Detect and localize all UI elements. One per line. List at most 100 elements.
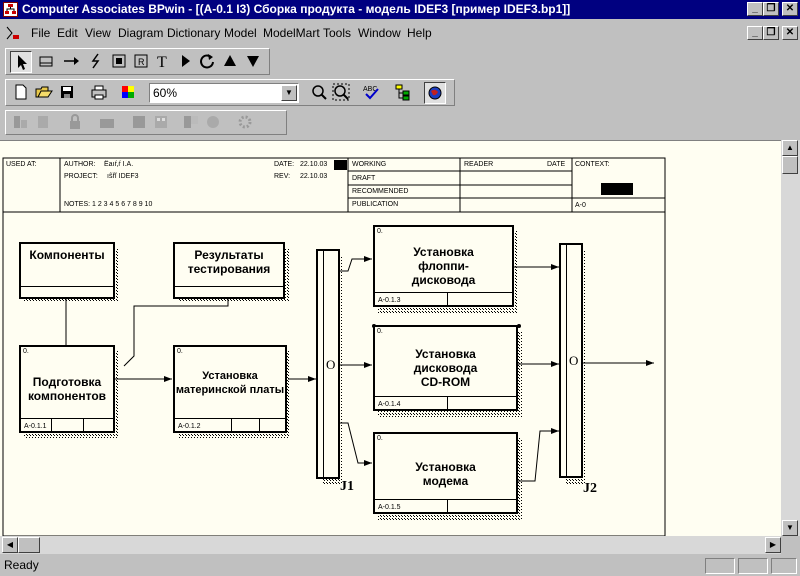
rev-value: 22.10.03 <box>300 173 328 180</box>
box-install-cdrom[interactable]: 0. Установка дисковода CD-ROM A-0.1.4 <box>373 325 518 411</box>
menu-help[interactable]: Help <box>407 26 432 40</box>
menu-tools[interactable]: Tools <box>323 26 352 40</box>
box-label: Установка флоппи-дисковода <box>411 245 476 287</box>
box-number-mark: 0. <box>377 228 383 235</box>
box-test-results[interactable]: Результаты тестирования <box>173 242 285 299</box>
horizontal-scrollbar[interactable]: ◀ ▶ <box>0 536 781 554</box>
menu-edit[interactable]: Edit <box>57 26 78 40</box>
vertical-scrollbar[interactable]: ▲ ▼ <box>781 140 800 536</box>
box-divider <box>447 293 448 305</box>
box-ref: A-0.1.4 <box>378 401 401 408</box>
go-up-icon[interactable] <box>219 51 241 73</box>
box-divider <box>51 419 52 431</box>
date-label: DATE: <box>274 161 295 168</box>
mm-disconnect-icon[interactable] <box>32 112 54 134</box>
box-prepare-components[interactable]: 0. Подготовка компонентов A-0.1.1 <box>19 345 115 433</box>
drawing-toolbar: R T <box>5 48 270 75</box>
scroll-down-icon[interactable]: ▼ <box>782 520 798 536</box>
doc-close-button[interactable]: ✕ <box>782 26 798 40</box>
restore-button[interactable]: ❐ <box>763 2 779 16</box>
box-divider <box>21 286 113 287</box>
minimize-button[interactable]: _ <box>747 2 763 16</box>
status-text: Ready <box>4 558 39 572</box>
status-bar: Ready <box>0 556 800 576</box>
box-number-mark: 0. <box>177 348 183 355</box>
app-icon[interactable] <box>3 2 18 17</box>
save-icon[interactable] <box>56 82 78 104</box>
mm-merge-icon[interactable] <box>180 112 202 134</box>
menu-bar: File Edit View Diagram Dictionary Model … <box>0 23 800 43</box>
junction-line <box>566 245 567 476</box>
mm-save-icon[interactable] <box>128 112 150 134</box>
print-icon[interactable] <box>88 82 110 104</box>
junction-j1[interactable]: O <box>316 249 340 479</box>
scroll-up-icon[interactable]: ▲ <box>782 140 798 156</box>
menu-view[interactable]: View <box>85 26 111 40</box>
go-down-icon[interactable] <box>242 51 264 73</box>
horizontal-scroll-thumb[interactable] <box>18 537 40 553</box>
globe-icon[interactable] <box>424 82 446 104</box>
document-icon[interactable] <box>4 25 22 41</box>
mm-grid-icon[interactable] <box>150 112 172 134</box>
text-tool-icon[interactable]: T <box>152 51 174 73</box>
vertical-scroll-thumb[interactable] <box>782 156 798 174</box>
status-panel <box>705 558 735 574</box>
context-node: A-0 <box>575 202 586 209</box>
scroll-left-icon[interactable]: ◀ <box>2 537 18 553</box>
box-install-motherboard[interactable]: 0. Установка материнской платы A-0.1.2 <box>173 345 287 433</box>
menu-window[interactable]: Window <box>358 26 401 40</box>
box-components[interactable]: Компоненты <box>19 242 115 299</box>
box-divider <box>447 500 448 512</box>
project-label: PROJECT: <box>64 173 98 180</box>
pointer-tool-icon[interactable] <box>10 51 32 73</box>
activity-box-tool-icon[interactable] <box>35 51 57 73</box>
zoom-select[interactable]: 60% ▼ <box>149 83 299 103</box>
referent-tool-icon[interactable]: R <box>130 51 152 73</box>
status-recommended: RECOMMENDED <box>352 188 409 195</box>
play-icon[interactable] <box>174 51 196 73</box>
arrow-tool-icon[interactable] <box>60 51 82 73</box>
zoom-out-icon[interactable] <box>330 82 352 104</box>
scroll-right-icon[interactable]: ▶ <box>765 537 781 553</box>
zoom-in-icon[interactable] <box>308 82 330 104</box>
undo-icon[interactable] <box>196 51 218 73</box>
open-folder-icon[interactable] <box>33 82 55 104</box>
menu-dictionary[interactable]: Dictionary <box>167 26 221 40</box>
zoom-value: 60% <box>153 86 178 100</box>
box-install-floppy[interactable]: 0. Установка флоппи-дисковода A-0.1.3 <box>373 225 514 307</box>
doc-minimize-button[interactable]: _ <box>747 26 763 40</box>
notes-label: NOTES: 1 2 3 4 5 6 7 8 9 10 <box>64 201 153 208</box>
status-panel <box>738 558 768 574</box>
chevron-down-icon[interactable]: ▼ <box>281 85 297 101</box>
menu-model[interactable]: Model <box>224 26 257 40</box>
object-tool-icon[interactable] <box>108 51 130 73</box>
box-label: Компоненты <box>29 248 105 262</box>
menu-modelmart[interactable]: ModelMart <box>263 26 320 40</box>
title-bar[interactable]: Computer Associates BPwin - [(A-0.1 I3) … <box>0 0 800 19</box>
junction-j2[interactable]: O <box>559 243 583 478</box>
box-ref: A-0.1.2 <box>178 423 201 430</box>
mm-options-icon[interactable] <box>234 112 256 134</box>
box-install-modem[interactable]: 0. Установка модема A-0.1.5 <box>373 432 518 514</box>
box-divider <box>231 419 232 431</box>
status-draft: DRAFT <box>352 175 376 182</box>
doc-restore-button[interactable]: ❐ <box>763 26 779 40</box>
project-value: ıŝřĭ IDEF3 <box>107 173 139 180</box>
box-number-mark: 0. <box>377 435 383 442</box>
menu-file[interactable]: File <box>31 26 51 40</box>
reader-label: READER <box>464 161 494 168</box>
diagram-canvas[interactable]: USED AT: AUTHOR: Ёаıŕ‚ŕ I.A. PROJECT: ıŝ… <box>0 140 781 536</box>
close-button[interactable]: ✕ <box>782 2 798 16</box>
menu-diagram[interactable]: Diagram <box>118 26 164 40</box>
color-icon[interactable] <box>118 82 140 104</box>
new-file-icon[interactable] <box>10 82 32 104</box>
spell-check-icon[interactable]: ABC <box>360 82 382 104</box>
junction-name-j2: J2 <box>583 481 597 496</box>
mm-connect-icon[interactable] <box>10 112 32 134</box>
mm-library-icon[interactable] <box>96 112 118 134</box>
squiggle-tool-icon[interactable] <box>85 51 107 73</box>
lock-icon[interactable] <box>64 112 86 134</box>
model-explorer-icon[interactable] <box>392 82 414 104</box>
mm-security-icon[interactable] <box>202 112 224 134</box>
junction-symbol: O <box>326 357 336 372</box>
